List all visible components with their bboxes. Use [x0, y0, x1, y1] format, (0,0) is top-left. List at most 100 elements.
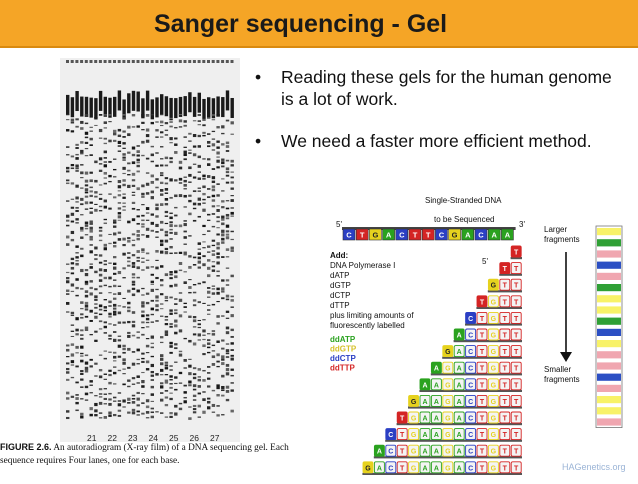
gel-band	[197, 171, 201, 173]
gel-band	[75, 409, 79, 412]
gel-band	[94, 270, 98, 274]
gel-band	[108, 193, 112, 195]
gel-band	[117, 339, 122, 342]
gel-band	[141, 294, 145, 296]
fragment-base-letter: A	[434, 366, 439, 373]
gel-well	[131, 60, 135, 63]
gel-band	[230, 368, 234, 371]
gel-band	[197, 114, 201, 117]
gel-band	[211, 285, 216, 287]
gel-band	[202, 247, 206, 249]
gel-band	[127, 264, 131, 267]
bullet-text: We need a faster more efficient method.	[281, 131, 592, 151]
gel-band	[84, 366, 89, 370]
gel-band	[75, 245, 79, 248]
gel-band	[188, 339, 192, 343]
gel-band	[89, 407, 93, 411]
gel-band	[122, 147, 126, 149]
gel-band	[169, 326, 173, 328]
gel-band	[230, 181, 234, 184]
gel-band	[122, 368, 126, 370]
gel-band	[207, 188, 211, 190]
gel-band	[84, 268, 89, 272]
gel-band	[98, 308, 103, 311]
gel-band	[192, 376, 197, 380]
gel-well	[150, 60, 154, 63]
gel-band	[150, 288, 154, 292]
gel-band	[94, 254, 98, 256]
fragment-base-letter: A	[457, 366, 462, 373]
gel-band	[89, 244, 93, 246]
gel-band	[225, 256, 230, 258]
gel-band	[103, 142, 107, 145]
gel-band	[221, 215, 225, 219]
fragment-base	[396, 411, 408, 424]
template-backbone	[342, 227, 516, 230]
fragment-base	[510, 444, 522, 457]
gel-well	[84, 60, 88, 63]
fragment-base	[465, 411, 477, 424]
gel-band	[178, 407, 183, 411]
gel-band	[108, 392, 112, 395]
gel-band	[113, 175, 117, 178]
gel-band	[89, 358, 93, 361]
gel-band	[94, 402, 98, 407]
gel-dark-band	[207, 97, 211, 118]
gel-band	[122, 183, 126, 187]
gel-band	[103, 350, 107, 352]
gel-dark-band	[225, 90, 230, 111]
gel-band	[192, 304, 197, 307]
gel-band	[150, 190, 154, 194]
gel-band	[197, 187, 201, 189]
gel-band	[94, 203, 98, 205]
gel-band	[89, 144, 93, 146]
fragment-base	[510, 328, 522, 341]
fragment-base	[385, 428, 397, 441]
gel-band	[202, 391, 206, 393]
gel-band	[155, 231, 159, 233]
gel-band	[141, 223, 145, 226]
gel-band	[178, 292, 183, 294]
fragment-base	[442, 394, 454, 407]
gel-band	[178, 119, 183, 123]
gel-band	[188, 166, 192, 170]
fragment-base-letter: G	[411, 449, 417, 456]
fragment-base-letter: A	[422, 416, 427, 423]
gel-band	[94, 362, 98, 365]
gel-band	[169, 392, 173, 394]
gel-band	[136, 187, 140, 191]
gel-dark-band	[188, 92, 192, 113]
bullet-dot-icon: •	[255, 131, 262, 151]
gel-band	[141, 371, 145, 374]
gel-band	[160, 315, 164, 317]
gel-band	[136, 164, 140, 168]
gel-band	[207, 259, 211, 262]
fragment-base	[487, 311, 499, 324]
gel-band	[84, 283, 89, 286]
gel-band	[75, 397, 79, 400]
gel-band	[221, 414, 225, 416]
gel-band	[192, 120, 197, 122]
gel-band	[188, 194, 192, 197]
gel-band	[178, 382, 183, 384]
gel-band	[174, 382, 178, 385]
gel-band	[188, 235, 192, 237]
gel-band	[145, 252, 150, 255]
gel-band	[98, 226, 103, 229]
gel-band	[94, 306, 98, 309]
gel-band	[98, 268, 103, 272]
gel-band	[192, 384, 197, 388]
fragment-base	[430, 394, 442, 407]
fragment-base	[510, 394, 522, 407]
fragment-base-letter: T	[480, 449, 485, 456]
gel-band	[230, 349, 234, 351]
gel-band	[155, 411, 159, 413]
gel-band	[197, 323, 201, 326]
gel-band	[221, 229, 225, 233]
fragment-base	[499, 461, 511, 474]
gel-band	[145, 259, 150, 261]
gel-band	[131, 179, 136, 182]
gel-band	[192, 256, 197, 259]
gel-band	[225, 200, 230, 202]
gel-dark-band	[216, 96, 220, 117]
